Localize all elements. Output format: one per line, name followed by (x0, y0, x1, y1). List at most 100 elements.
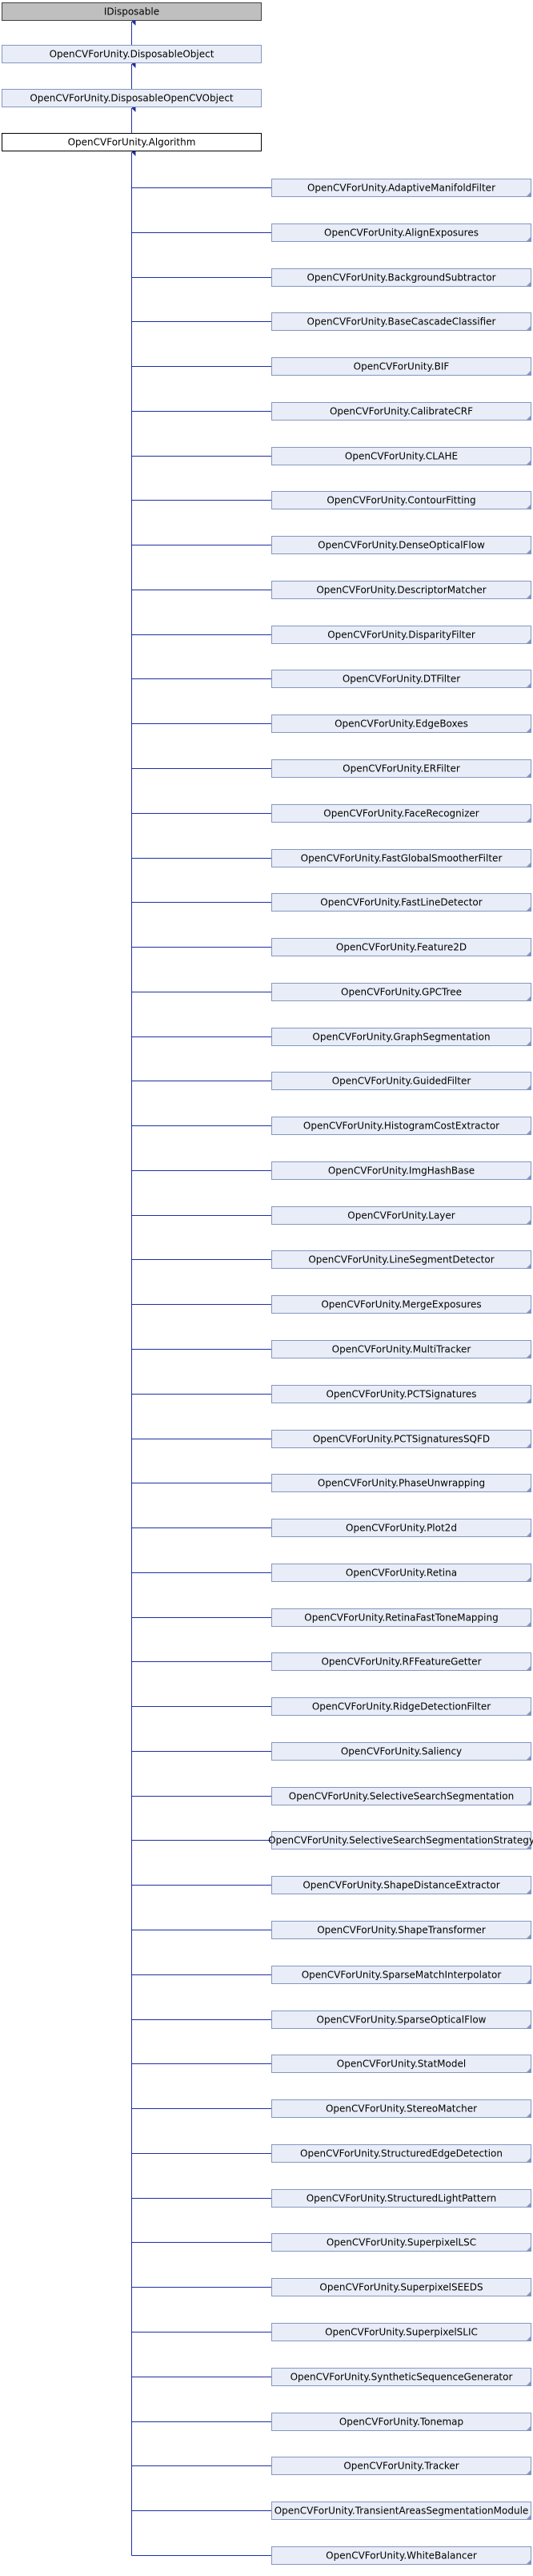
node-superpixel-lsc-label: OpenCVForUnity.SuperpixelLSC (327, 2237, 476, 2248)
node-sparse-match-interpolator-label: OpenCVForUnity.SparseMatchInterpolator (302, 1970, 502, 1981)
node-merge-exposures[interactable]: OpenCVForUnity.MergeExposures (271, 1295, 531, 1314)
node-merge-exposures-box (271, 1295, 531, 1314)
more-subclasses-corner-icon (526, 2291, 531, 2296)
node-contour-fitting[interactable]: OpenCVForUnity.ContourFitting (271, 491, 531, 509)
node-bif[interactable]: OpenCVForUnity.BIF (271, 357, 531, 376)
node-calibrate-crf[interactable]: OpenCVForUnity.CalibrateCRF (271, 402, 531, 421)
node-synthetic-sequence-generator[interactable]: OpenCVForUnity.SyntheticSequenceGenerato… (271, 2368, 531, 2386)
node-dense-optical-flow[interactable]: OpenCVForUnity.DenseOpticalFlow (271, 536, 531, 554)
node-adaptive-manifold-filter[interactable]: OpenCVForUnity.AdaptiveManifoldFilter (271, 179, 531, 197)
node-stereo-matcher[interactable]: OpenCVForUnity.StereoMatcher (271, 2099, 531, 2118)
more-subclasses-corner-icon (526, 1040, 531, 1046)
node-stat-model[interactable]: OpenCVForUnity.StatModel (271, 2055, 531, 2073)
node-sparse-optical-flow-label: OpenCVForUnity.SparseOpticalFlow (317, 2015, 487, 2026)
node-retina-fast-tone-mapping[interactable]: OpenCVForUnity.RetinaFastToneMapping (271, 1608, 531, 1627)
node-superpixel-seeds-label: OpenCVForUnity.SuperpixelSEEDS (319, 2282, 483, 2293)
node-selective-search-segmentation[interactable]: OpenCVForUnity.SelectiveSearchSegmentati… (271, 1787, 531, 1805)
node-tonemap[interactable]: OpenCVForUnity.Tonemap (271, 2413, 531, 2431)
node-face-recognizer[interactable]: OpenCVForUnity.FaceRecognizer (271, 804, 531, 823)
node-transient-areas-segmentation-module[interactable]: OpenCVForUnity.TransientAreasSegmentatio… (271, 2502, 531, 2520)
node-retina[interactable]: OpenCVForUnity.Retina (271, 1564, 531, 1582)
node-fast-line-detector[interactable]: OpenCVForUnity.FastLineDetector (271, 893, 531, 912)
node-fast-global-smoother-filter[interactable]: OpenCVForUnity.FastGlobalSmootherFilter (271, 849, 531, 867)
node-sparse-match-interpolator-box (271, 1966, 531, 1984)
more-subclasses-corner-icon (526, 638, 531, 644)
node-shape-distance-extractor[interactable]: OpenCVForUnity.ShapeDistanceExtractor (271, 1876, 531, 1894)
more-subclasses-corner-icon (526, 1755, 531, 1761)
node-line-segment-detector[interactable]: OpenCVForUnity.LineSegmentDetector (271, 1250, 531, 1269)
node-superpixel-seeds[interactable]: OpenCVForUnity.SuperpixelSEEDS (271, 2278, 531, 2296)
node-plot2d-label: OpenCVForUnity.Plot2d (346, 1523, 457, 1534)
node-superpixel-slic[interactable]: OpenCVForUnity.SuperpixelSLIC (271, 2323, 531, 2341)
node-descriptor-matcher[interactable]: OpenCVForUnity.DescriptorMatcher (271, 581, 531, 599)
node-stat-model-label: OpenCVForUnity.StatModel (337, 2059, 466, 2070)
node-white-balancer[interactable]: OpenCVForUnity.WhiteBalancer (271, 2546, 531, 2565)
node-pctsignatures[interactable]: OpenCVForUnity.PCTSignatures (271, 1385, 531, 1403)
node-edge-boxes-box (271, 714, 531, 733)
node-guided-filter[interactable]: OpenCVForUnity.GuidedFilter (271, 1072, 531, 1090)
node-background-subtractor-label: OpenCVForUnity.BackgroundSubtractor (307, 272, 495, 284)
node-structured-light-pattern[interactable]: OpenCVForUnity.StructuredLightPattern (271, 2189, 531, 2208)
node-phase-unwrapping[interactable]: OpenCVForUnity.PhaseUnwrapping (271, 1474, 531, 1492)
node-superpixel-slic-label: OpenCVForUnity.SuperpixelSLIC (325, 2327, 478, 2338)
node-edge-boxes[interactable]: OpenCVForUnity.EdgeBoxes (271, 714, 531, 733)
node-ridge-detection-filter[interactable]: OpenCVForUnity.RidgeDetectionFilter (271, 1697, 531, 1716)
node-line-segment-detector-label: OpenCVForUnity.LineSegmentDetector (308, 1254, 494, 1266)
node-sparse-match-interpolator[interactable]: OpenCVForUnity.SparseMatchInterpolator (271, 1966, 531, 1984)
more-subclasses-corner-icon (526, 1665, 531, 1671)
node-shape-transformer[interactable]: OpenCVForUnity.ShapeTransformer (271, 1921, 531, 1939)
node-disparity-filter[interactable]: OpenCVForUnity.DisparityFilter (271, 626, 531, 644)
node-rffeature-getter-label: OpenCVForUnity.RFFeatureGetter (321, 1656, 481, 1668)
node-align-exposures[interactable]: OpenCVForUnity.AlignExposures (271, 223, 531, 242)
node-disposable-object[interactable]: OpenCVForUnity.DisposableObject (2, 45, 262, 63)
node-selective-search-segmentation-strategy[interactable]: OpenCVForUnity.SelectiveSearchSegmentati… (268, 1831, 533, 1849)
node-fast-line-detector-label: OpenCVForUnity.FastLineDetector (320, 897, 482, 908)
node-sparse-optical-flow[interactable]: OpenCVForUnity.SparseOpticalFlow (271, 2010, 531, 2029)
node-pctsignatures-sqfd[interactable]: OpenCVForUnity.PCTSignaturesSQFD (271, 1430, 531, 1448)
node-feature2-d[interactable]: OpenCVForUnity.Feature2D (271, 938, 531, 956)
node-background-subtractor[interactable]: OpenCVForUnity.BackgroundSubtractor (271, 268, 531, 287)
node-tracker-box (271, 2457, 531, 2475)
more-subclasses-corner-icon (526, 1978, 531, 1984)
node-structured-edge-detection[interactable]: OpenCVForUnity.StructuredEdgeDetection (271, 2144, 531, 2163)
node-tracker-label: OpenCVForUnity.Tracker (343, 2461, 459, 2472)
node-plot2d[interactable]: OpenCVForUnity.Plot2d (271, 1519, 531, 1537)
node-histogram-cost-extractor[interactable]: OpenCVForUnity.HistogramCostExtractor (271, 1117, 531, 1135)
node-superpixel-lsc[interactable]: OpenCVForUnity.SuperpixelLSC (271, 2233, 531, 2252)
node-rffeature-getter[interactable]: OpenCVForUnity.RFFeatureGetter (271, 1652, 531, 1671)
node-gpctree[interactable]: OpenCVForUnity.GPCTree (271, 983, 531, 1001)
more-subclasses-corner-icon (526, 906, 531, 912)
node-bif-box (271, 357, 531, 376)
node-disposable-opencv-object[interactable]: OpenCVForUnity.DisposableOpenCVObject (2, 89, 262, 107)
node-clahe[interactable]: OpenCVForUnity.CLAHE (271, 447, 531, 465)
node-tracker[interactable]: OpenCVForUnity.Tracker (271, 2457, 531, 2475)
node-superpixel-slic-box (271, 2323, 531, 2341)
more-subclasses-corner-icon (526, 191, 531, 197)
node-multi-tracker[interactable]: OpenCVForUnity.MultiTracker (271, 1340, 531, 1358)
node-calibrate-crf-box (271, 402, 531, 421)
node-layer[interactable]: OpenCVForUnity.Layer (271, 1206, 531, 1225)
node-dense-optical-flow-label: OpenCVForUnity.DenseOpticalFlow (318, 540, 485, 551)
node-dtfilter[interactable]: OpenCVForUnity.DTFilter (271, 670, 531, 688)
node-synthetic-sequence-generator-label: OpenCVForUnity.SyntheticSequenceGenerato… (291, 2372, 513, 2383)
node-stereo-matcher-label: OpenCVForUnity.StereoMatcher (326, 2103, 477, 2115)
node-structured-edge-detection-box (271, 2144, 531, 2163)
node-shape-distance-extractor-box (271, 1876, 531, 1894)
node-base-cascade-classifier-box (271, 312, 531, 331)
more-subclasses-corner-icon (526, 281, 531, 287)
node-retina-fast-tone-mapping-label: OpenCVForUnity.RetinaFastToneMapping (304, 1612, 498, 1624)
node-calibrate-crf-label: OpenCVForUnity.CalibrateCRF (330, 406, 473, 417)
node-img-hash-base[interactable]: OpenCVForUnity.ImgHashBase (271, 1161, 531, 1180)
node-fast-line-detector-box (271, 893, 531, 912)
node-base-cascade-classifier[interactable]: OpenCVForUnity.BaseCascadeClassifier (271, 312, 531, 331)
node-edge-boxes-label: OpenCVForUnity.EdgeBoxes (335, 718, 468, 730)
node-clahe-box (271, 447, 531, 465)
node-erfilter[interactable]: OpenCVForUnity.ERFilter (271, 759, 531, 778)
node-feature2-d-box (271, 938, 531, 956)
more-subclasses-corner-icon (526, 772, 531, 778)
node-saliency[interactable]: OpenCVForUnity.Saliency (271, 1742, 531, 1761)
node-graph-segmentation[interactable]: OpenCVForUnity.GraphSegmentation (271, 1028, 531, 1046)
more-subclasses-corner-icon (526, 2469, 531, 2475)
more-subclasses-corner-icon (526, 951, 531, 956)
